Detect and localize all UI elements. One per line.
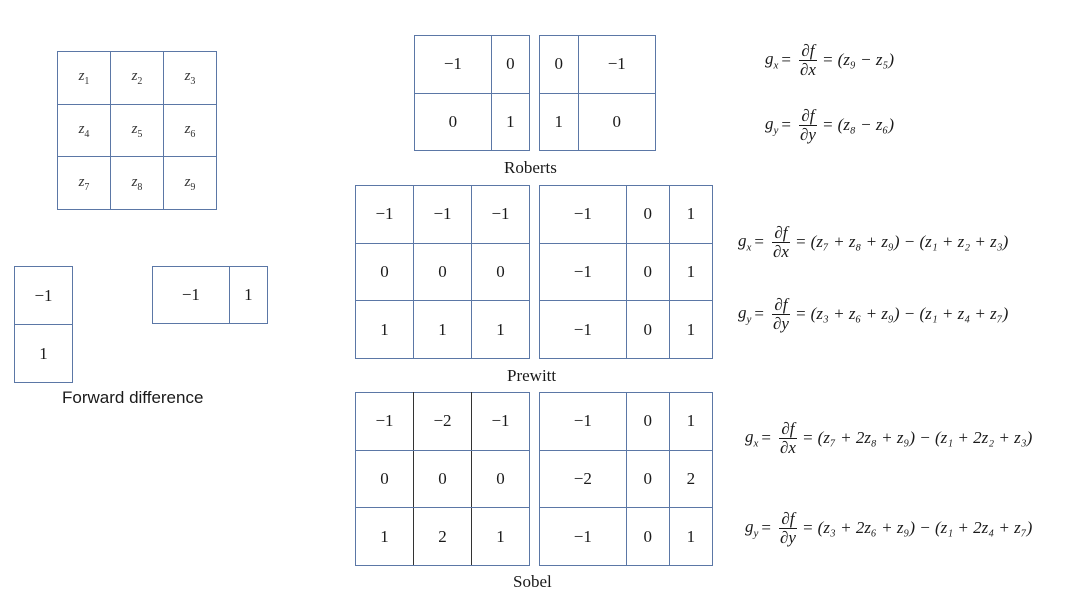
kernel-cell: −1 xyxy=(413,185,472,244)
kernel-cell: 0 xyxy=(471,449,530,509)
equation-lhs: gy xyxy=(745,517,759,540)
kernel-cell: 0 xyxy=(413,242,472,302)
kernel-cell: −2 xyxy=(539,449,627,509)
kernel-cell: 0 xyxy=(625,507,670,566)
partial-fraction: ∂f∂y xyxy=(779,509,797,547)
kernel-cell: −1 xyxy=(414,35,492,94)
partial-fraction: ∂f∂x xyxy=(779,419,797,457)
kernel-cell: −1 xyxy=(355,392,414,451)
kernel-cell: −1 xyxy=(471,392,530,451)
equation-lhs: gx xyxy=(765,49,779,72)
sobel-gy-kernel: −1 0 1 −2 0 2 −1 0 1 xyxy=(539,392,714,566)
kernel-cell: −1 xyxy=(539,242,627,302)
kernel-cell: −1 xyxy=(14,266,73,325)
kernel-cell: 1 xyxy=(355,507,414,566)
neighborhood-grid: z1 z2 z3 z4 z5 z6 z7 z8 z9 xyxy=(57,51,217,210)
prewitt-gx-equation: gx = ∂f∂x = (z₇ + z₈ + z₉) − (z₁ + z₂ + … xyxy=(738,223,1009,261)
roberts-gx-kernel: −1 0 0 1 xyxy=(414,35,531,151)
kernel-cell: 0 xyxy=(414,92,492,151)
equation-rhs: = (z₉ − z₅) xyxy=(821,50,895,70)
equation-lhs: gx xyxy=(738,231,752,254)
prewitt-gx-kernel: −1 −1 −1 0 0 0 1 1 1 xyxy=(355,185,530,359)
kernel-cell: −2 xyxy=(413,392,472,451)
forward-difference-caption: Forward difference xyxy=(62,388,204,407)
kernel-cell: 1 xyxy=(668,185,714,244)
kernel-cell: 1 xyxy=(471,507,530,566)
kernel-cell: 1 xyxy=(14,324,73,383)
kernel-cell: 1 xyxy=(668,242,714,302)
forward-difference-horizontal-kernel: −1 1 xyxy=(152,266,269,324)
sobel-caption: Sobel xyxy=(513,572,552,591)
kernel-cell: 2 xyxy=(668,449,714,509)
kernel-cell: 0 xyxy=(355,242,414,302)
kernel-cell: 0 xyxy=(413,449,472,509)
roberts-caption: Roberts xyxy=(504,158,557,177)
z-cell: z4 xyxy=(57,103,111,158)
kernel-cell: 1 xyxy=(471,300,530,359)
prewitt-gy-kernel: −1 0 1 −1 0 1 −1 0 1 xyxy=(539,185,714,359)
equation-rhs: = (z₃ + 2z₆ + z₉) − (z₁ + 2z₄ + z₇) xyxy=(801,518,1033,538)
kernel-cell: 0 xyxy=(539,35,579,94)
kernel-cell: −1 xyxy=(539,392,627,451)
kernel-cell: 0 xyxy=(355,449,414,509)
roberts-gy-kernel: 0 −1 1 0 xyxy=(539,35,657,151)
kernel-cell: 0 xyxy=(625,392,670,451)
kernel-cell: −1 xyxy=(539,185,627,244)
kernel-cell: 0 xyxy=(490,35,531,94)
kernel-cell: −1 xyxy=(471,185,530,244)
roberts-gx-equation: gx = ∂f∂x = (z₉ − z₅) xyxy=(765,41,895,79)
kernel-cell: 2 xyxy=(413,507,472,566)
kernel-cell: 0 xyxy=(625,185,670,244)
kernel-cell: −1 xyxy=(152,266,230,324)
z-cell: z7 xyxy=(57,156,111,210)
kernel-cell: 0 xyxy=(625,449,670,509)
kernel-cell: 0 xyxy=(471,242,530,302)
kernel-cell: 1 xyxy=(490,92,531,151)
z-cell: z5 xyxy=(110,103,164,158)
z-cell: z3 xyxy=(163,51,217,105)
kernel-cell: 0 xyxy=(577,92,657,151)
kernel-cell: −1 xyxy=(577,35,657,94)
equation-rhs: = (z₃ + z₆ + z₉) − (z₁ + z₄ + z₇) xyxy=(794,304,1009,324)
sobel-gx-kernel: −1 −2 −1 0 0 0 1 2 1 xyxy=(355,392,530,566)
kernel-cell: 0 xyxy=(625,242,670,302)
prewitt-gy-equation: gy = ∂f∂y = (z₃ + z₆ + z₉) − (z₁ + z₄ + … xyxy=(738,295,1009,333)
partial-fraction: ∂f∂y xyxy=(772,295,790,333)
z-cell: z9 xyxy=(163,156,217,210)
sobel-gy-equation: gy = ∂f∂y = (z₃ + 2z₆ + z₉) − (z₁ + 2z₄ … xyxy=(745,509,1033,547)
forward-difference-vertical-kernel: −1 1 xyxy=(14,266,73,383)
equation-lhs: gx xyxy=(745,427,759,450)
kernel-cell: 1 xyxy=(228,266,269,324)
kernel-cell: −1 xyxy=(355,185,414,244)
equation-rhs: = (z₇ + z₈ + z₉) − (z₁ + z₂ + z₃) xyxy=(794,232,1009,252)
partial-fraction: ∂f∂y xyxy=(799,106,817,144)
kernel-cell: 0 xyxy=(625,300,670,359)
equation-lhs: gy xyxy=(738,303,752,326)
kernel-cell: 1 xyxy=(355,300,414,359)
z-cell: z1 xyxy=(57,51,111,105)
equation-lhs: gy xyxy=(765,114,779,137)
kernel-cell: 1 xyxy=(668,300,714,359)
kernel-cell: −1 xyxy=(539,300,627,359)
prewitt-caption: Prewitt xyxy=(507,366,557,385)
kernel-cell: 1 xyxy=(668,507,714,566)
kernel-cell: 1 xyxy=(668,392,714,451)
z-cell: z2 xyxy=(110,51,164,105)
partial-fraction: ∂f∂x xyxy=(799,41,817,79)
z-cell: z6 xyxy=(163,103,217,158)
equation-rhs: = (z₈ − z₆) xyxy=(821,115,895,135)
partial-fraction: ∂f∂x xyxy=(772,223,790,261)
kernel-cell: −1 xyxy=(539,507,627,566)
sobel-gx-equation: gx = ∂f∂x = (z₇ + 2z₈ + z₉) − (z₁ + 2z₂ … xyxy=(745,419,1033,457)
z-cell: z8 xyxy=(110,156,164,210)
kernel-cell: 1 xyxy=(413,300,472,359)
roberts-gy-equation: gy = ∂f∂y = (z₈ − z₆) xyxy=(765,106,895,144)
kernel-cell: 1 xyxy=(539,92,579,151)
equation-rhs: = (z₇ + 2z₈ + z₉) − (z₁ + 2z₂ + z₃) xyxy=(801,428,1033,448)
